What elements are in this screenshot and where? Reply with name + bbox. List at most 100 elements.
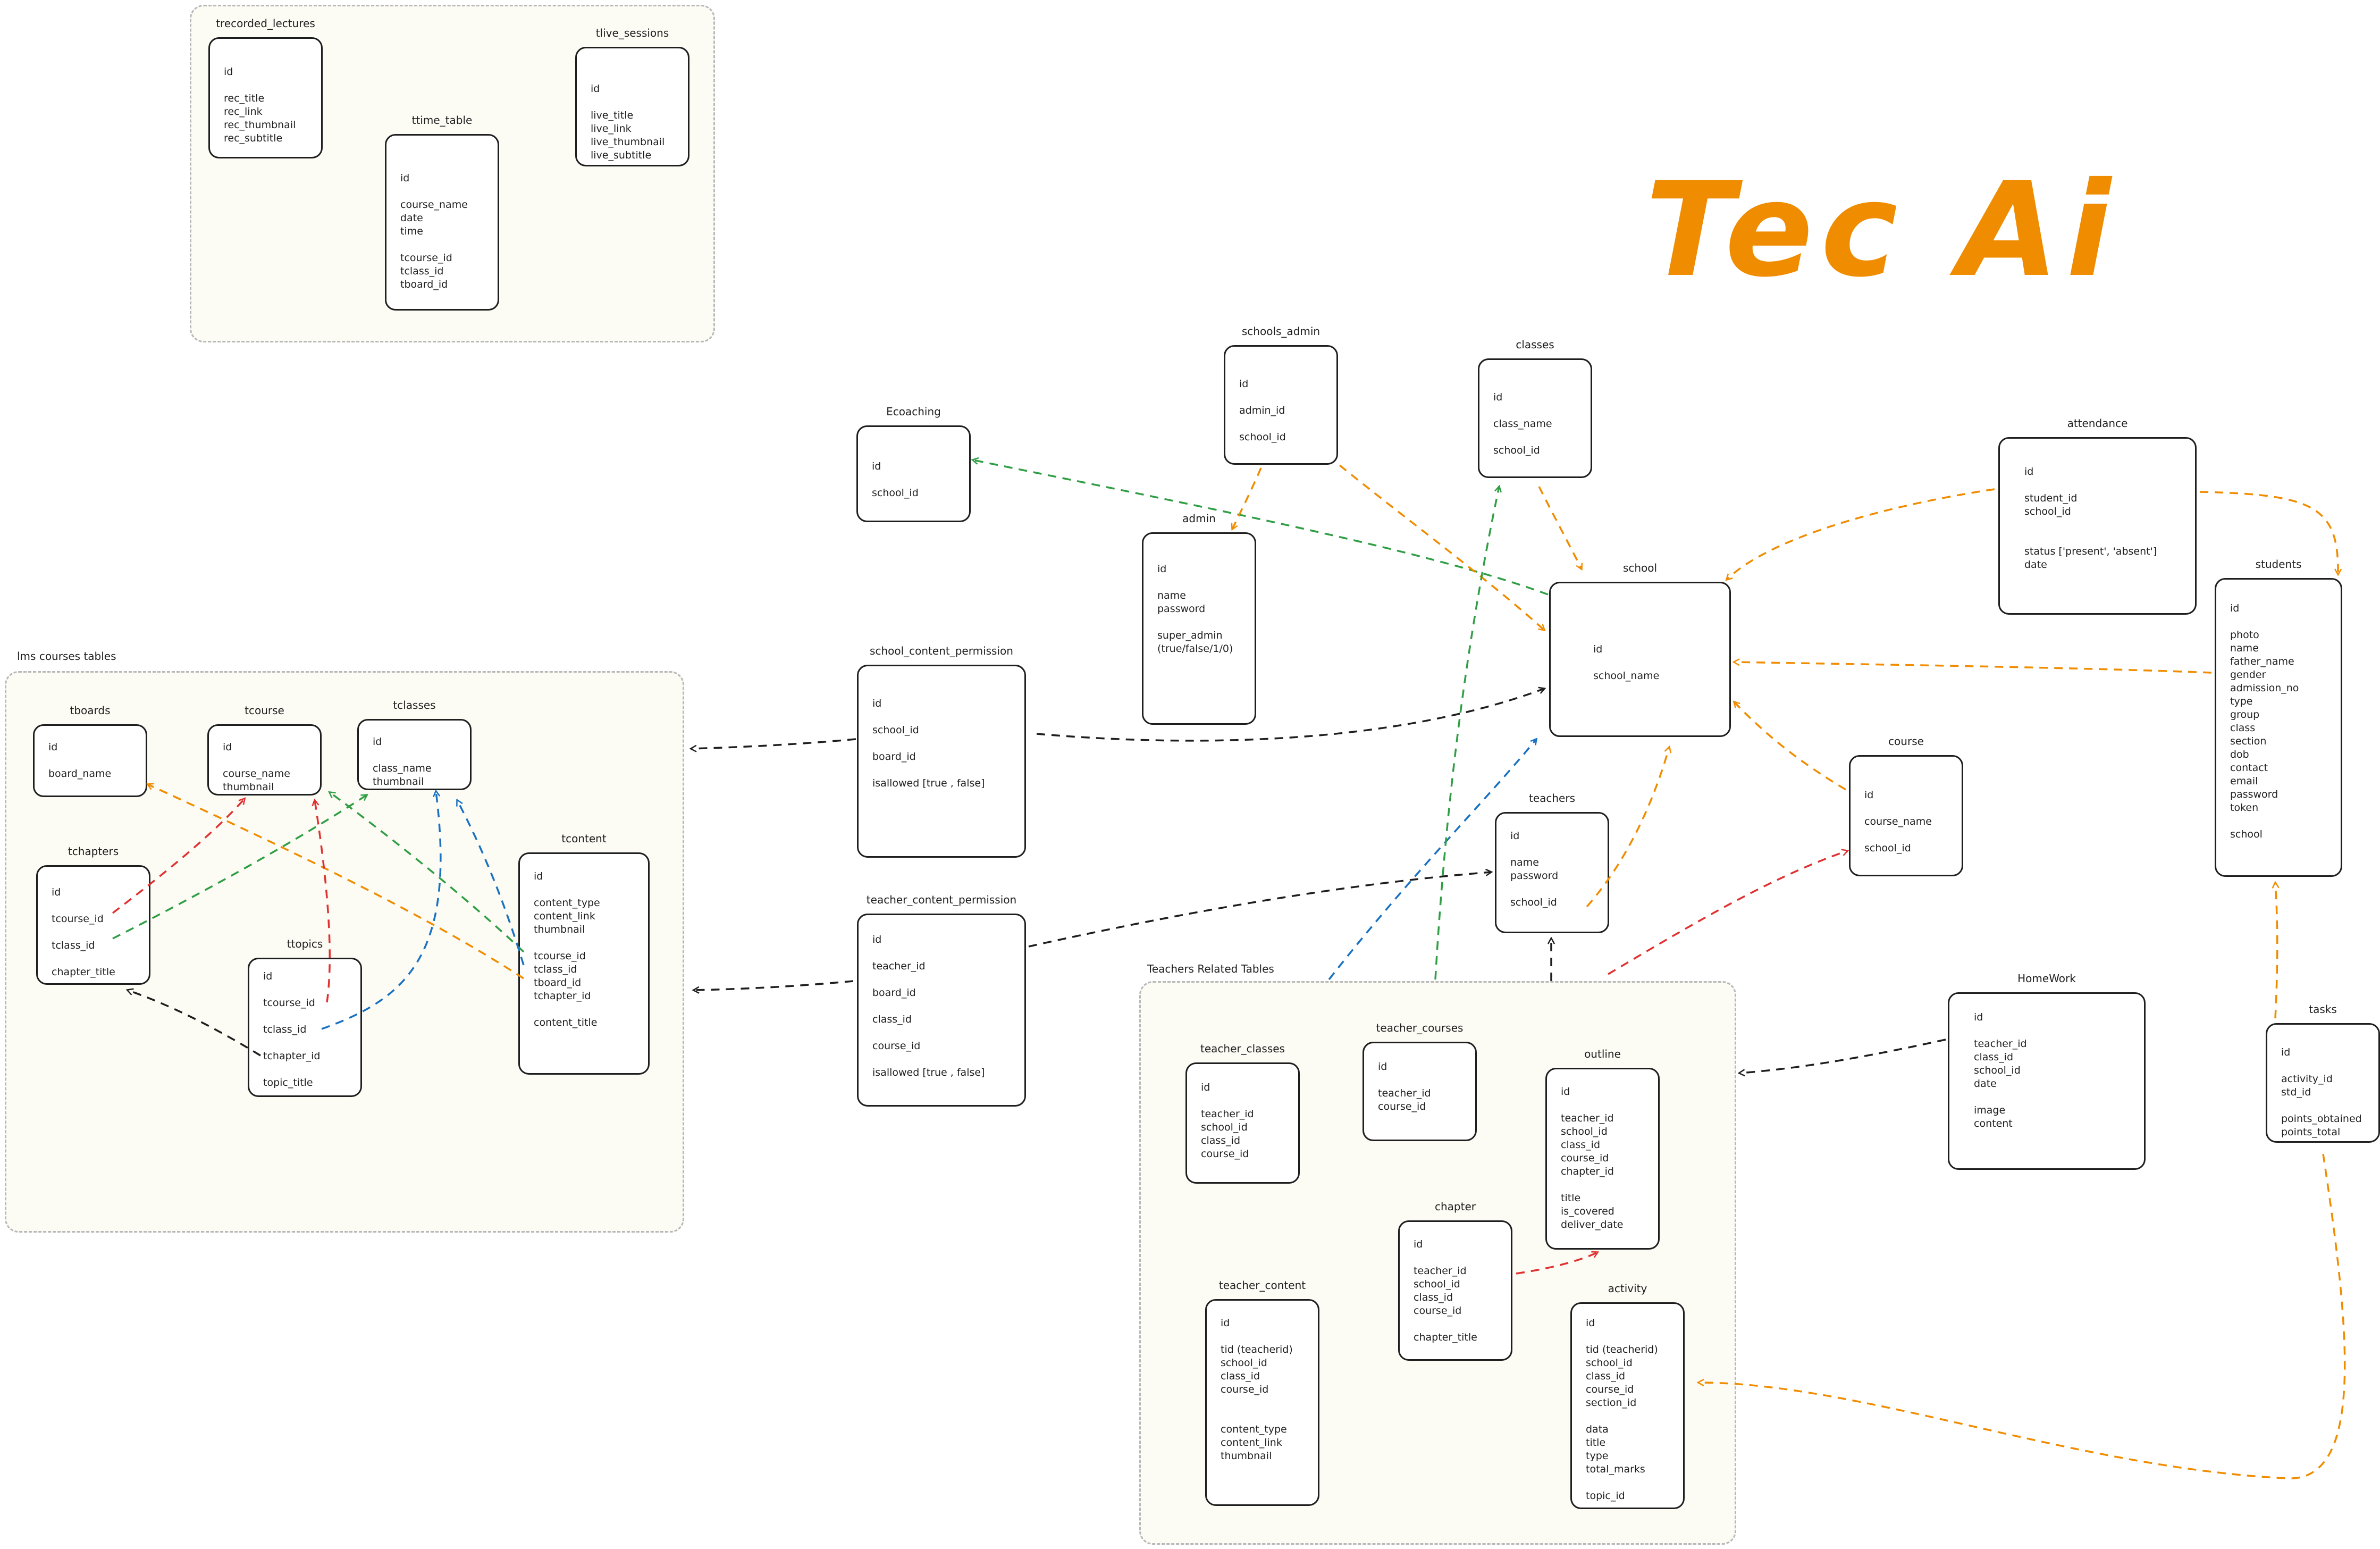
table-field: isallowed [true , false]: [872, 1067, 985, 1078]
table-field: live_thumbnail: [591, 136, 665, 148]
group-lms-courses-label: lms courses tables: [17, 650, 116, 663]
table-field: deliver_date: [1561, 1219, 1624, 1230]
table-tclasses[interactable]: tclasses id class_name thumbnail: [357, 699, 472, 790]
table-field: [2230, 615, 2341, 629]
table-title: teacher_content_permission: [866, 893, 1017, 906]
table-homework[interactable]: HomeWork id teacher_id class_id school_i…: [1948, 972, 2146, 1170]
table-activity[interactable]: activity id tid (teacherid) school_id cl…: [1570, 1282, 1685, 1509]
table-teacher-classes[interactable]: teacher_classes id teacher_id school_id …: [1185, 1042, 1300, 1184]
table-field: [2230, 815, 2341, 828]
table-field: id: [263, 970, 273, 982]
table-field: class_id: [1201, 1135, 1241, 1146]
table-ttopics[interactable]: ttopics id tcourse_id tclass_id tchapter…: [248, 937, 362, 1097]
table-body: id teacher_id school_id class_id course_…: [1398, 1220, 1512, 1361]
table-field: [1239, 417, 1336, 431]
table-title: admin: [1182, 512, 1216, 525]
table-body: id teacher_id school_id class_id course_…: [1545, 1068, 1660, 1250]
table-field: school_id: [1974, 1065, 2021, 1076]
table-field: school_id: [1561, 1126, 1608, 1137]
table-field: class_id: [1414, 1292, 1453, 1303]
table-teachers[interactable]: teachers id name password school_id: [1495, 792, 1609, 933]
table-teacher-content-permission[interactable]: teacher_content_permission id teacher_id…: [857, 893, 1026, 1107]
table-field: tboard_id: [534, 977, 582, 989]
table-body: id tcourse_id tclass_id chapter_title: [36, 865, 150, 985]
table-title: Ecoaching: [886, 405, 941, 418]
table-field: date: [400, 212, 423, 224]
table-field: id: [223, 741, 232, 753]
table-title: teacher_courses: [1376, 1021, 1464, 1034]
table-ecoaching[interactable]: Ecoaching id school_id: [856, 405, 971, 522]
table-classes[interactable]: classes id class_name school_id: [1478, 338, 1592, 478]
table-field: school: [2230, 828, 2263, 840]
table-students[interactable]: students id photo name father_name gende…: [2215, 558, 2342, 877]
table-teacher-courses[interactable]: teacher_courses id teacher_id course_id: [1363, 1021, 1477, 1141]
table-field: [2281, 1059, 2378, 1073]
edge-tcp-teachers: [1028, 872, 1491, 948]
table-body: id tid (teacherid) school_id class_id co…: [1570, 1302, 1685, 1509]
table-body: id class_name school_id: [1478, 358, 1592, 478]
table-field: id: [1414, 1238, 1423, 1250]
table-field: [1221, 1410, 1318, 1423]
table-school-content-permission[interactable]: school_content_permission id school_id b…: [857, 644, 1026, 858]
table-field: photo: [2230, 629, 2259, 641]
table-field: [400, 185, 498, 198]
table-course[interactable]: course id course_name school_id: [1849, 735, 1963, 876]
brand-title: Tec Ai: [1645, 154, 2118, 306]
table-schools-admin[interactable]: schools_admin id admin_id school_id: [1224, 325, 1338, 465]
table-admin[interactable]: admin id name password super_admin (true…: [1142, 512, 1256, 725]
table-field: type: [1586, 1450, 1609, 1462]
table-body: id board_name: [33, 724, 147, 797]
table-field: [872, 1026, 1024, 1040]
table-field: class: [2230, 722, 2256, 734]
table-field: tcourse_id: [400, 252, 452, 264]
table-title: tasks: [2309, 1003, 2337, 1016]
table-tcourse[interactable]: tcourse id course_name thumbnail: [207, 704, 322, 796]
table-field: [1493, 404, 1591, 417]
table-tlive-sessions[interactable]: tlive_sessions id live_title live_link l…: [575, 27, 689, 166]
table-school[interactable]: school id school_name: [1549, 562, 1731, 737]
table-ttime-table[interactable]: ttime_table id course_name date time tco…: [385, 114, 499, 311]
table-field: tclass_id: [52, 940, 95, 951]
table-field: id: [1561, 1086, 1570, 1098]
table-field: teacher_id: [1201, 1108, 1254, 1120]
table-field: topic_title: [263, 1077, 313, 1089]
table-field: class_id: [1586, 1370, 1626, 1382]
table-field: [1974, 1024, 2144, 1037]
table-field: course_name: [1864, 816, 1932, 827]
table-field: [263, 1036, 360, 1050]
table-tchapters[interactable]: tchapters id tcourse_id tclass_id chapte…: [36, 845, 150, 985]
table-body: id course_name date time tcourse_id tcla…: [385, 134, 499, 311]
table-field: chapter_title: [1414, 1332, 1477, 1343]
table-teacher-content[interactable]: teacher_content id tid (teacherid) schoo…: [1205, 1279, 1319, 1506]
table-chapter[interactable]: chapter id teacher_id school_id class_id…: [1398, 1200, 1512, 1361]
table-field: id: [1586, 1317, 1595, 1329]
edge-course-school: [1734, 702, 1846, 791]
table-tboards[interactable]: tboards id board_name: [33, 704, 147, 797]
edge-schools-admin-school: [1339, 464, 1544, 630]
table-body: id teacher_id school_id class_id course_…: [1185, 1062, 1300, 1184]
table-field: live_title: [591, 110, 634, 121]
table-tasks[interactable]: tasks id activity_id std_id points_obtai…: [2266, 1003, 2380, 1143]
table-outline[interactable]: outline id teacher_id school_id class_id…: [1545, 1048, 1660, 1250]
table-field: admission_no: [2230, 682, 2299, 694]
table-field: [1864, 828, 1962, 842]
table-body: id tid (teacherid) school_id class_id co…: [1205, 1299, 1319, 1506]
table-trecorded-lectures[interactable]: trecorded_lectures id rec_title rec_link…: [208, 17, 323, 158]
table-tcontent[interactable]: tcontent id content_type content_link th…: [518, 832, 650, 1075]
table-field: title: [1586, 1437, 1606, 1448]
edge-tcp-lms: [694, 980, 854, 990]
table-field: id: [400, 172, 410, 184]
table-field: id: [872, 460, 881, 472]
table-field: id: [1593, 643, 1603, 655]
table-body: id course_name thumbnail: [207, 724, 322, 796]
table-field: date: [1974, 1078, 1997, 1090]
edge-classes-school: [1538, 486, 1582, 569]
table-attendance[interactable]: attendance id student_id school_id statu…: [1998, 417, 2197, 615]
table-field: rec_link: [224, 106, 263, 118]
table-field: password: [2230, 789, 2278, 800]
table-field: class_name: [1493, 418, 1552, 430]
table-field: [1864, 802, 1962, 815]
table-body: id class_name thumbnail: [357, 719, 472, 790]
table-title: teacher_content: [1218, 1279, 1306, 1292]
